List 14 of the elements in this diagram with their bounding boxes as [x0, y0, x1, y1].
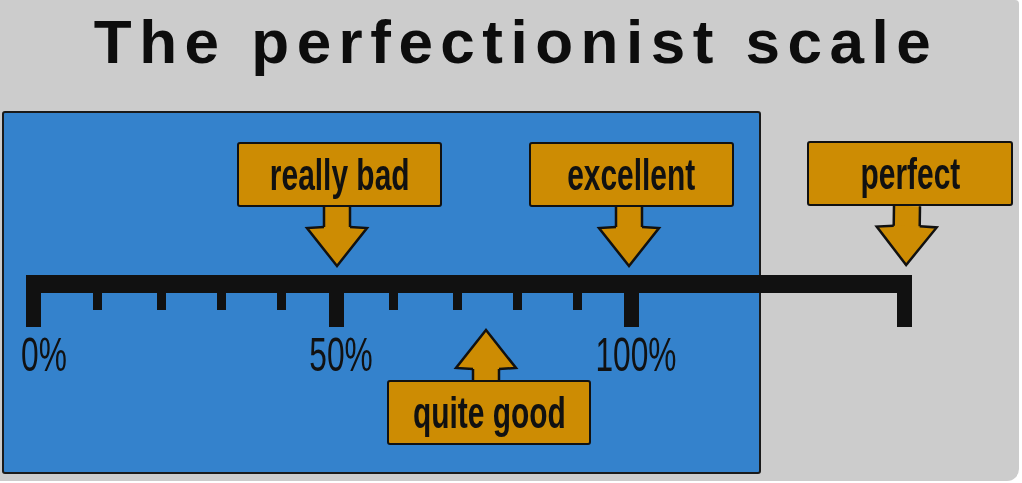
callout-text: perfect: [860, 151, 960, 196]
callout-text: really bad: [269, 152, 410, 197]
callout-box: [807, 141, 1013, 206]
callout-box: [387, 380, 591, 445]
callout-box: [237, 142, 442, 207]
tick-label: 0%: [21, 331, 67, 379]
tick-label: 50%: [309, 331, 373, 379]
callout-text: quite good: [412, 390, 566, 435]
diagram-title: The perfectionist scale: [93, 6, 939, 78]
callout-text: excellent: [567, 152, 696, 197]
highlight-panel: [2, 111, 761, 474]
scale-ruler: [26, 275, 912, 327]
tick-label: 100%: [595, 331, 677, 379]
callout-box: [529, 142, 734, 207]
